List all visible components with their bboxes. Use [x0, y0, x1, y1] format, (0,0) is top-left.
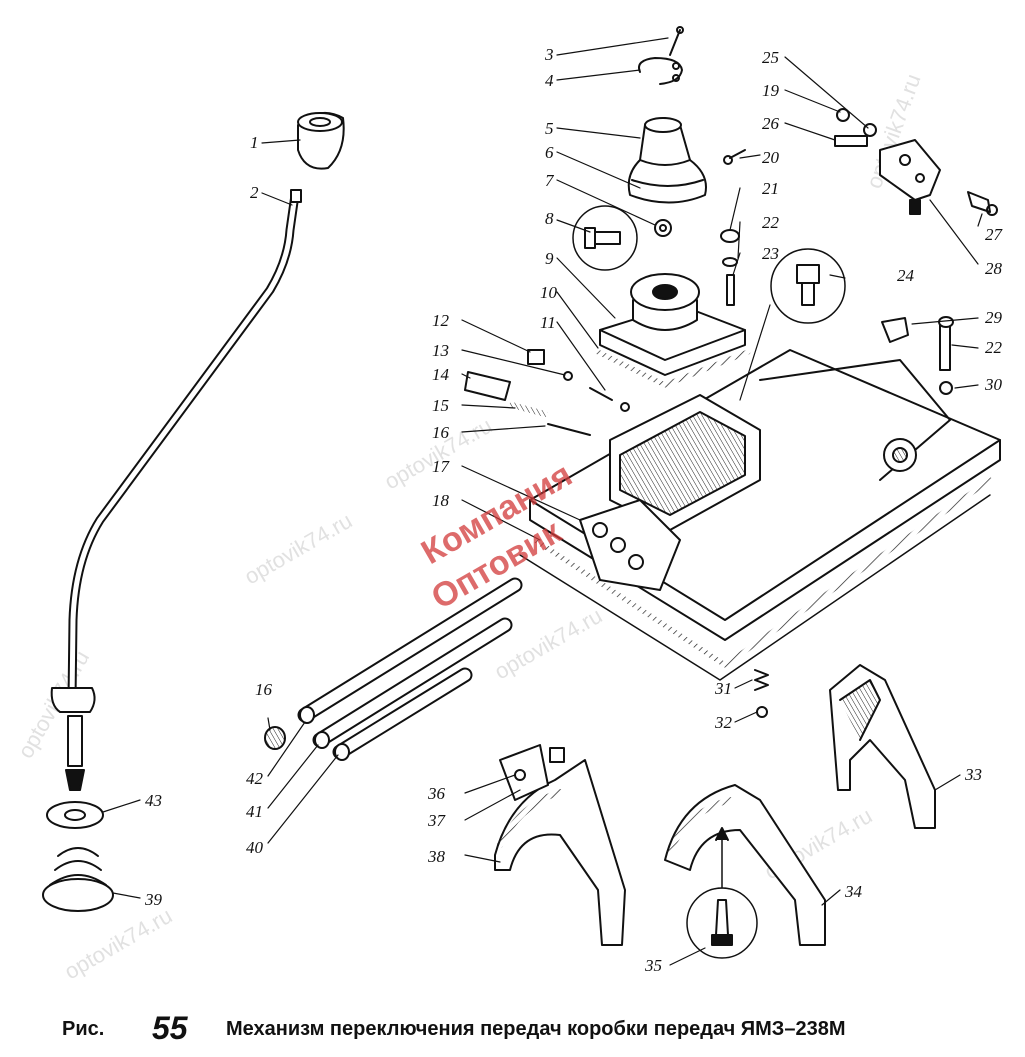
callout-label: 16 [255, 680, 273, 699]
lever-housing-cover [595, 273, 751, 388]
detent-spring [754, 669, 769, 691]
return-spring [42, 847, 114, 912]
callout-label: 43 [145, 791, 162, 810]
callout-label: 34 [844, 882, 863, 901]
caption-text: Механизм переключения передач коробки пе… [226, 1018, 846, 1040]
callout-label: 41 [246, 802, 263, 821]
callout-labels: 1 2 3 4 5 6 7 8 9 10 11 12 13 14 15 16 1… [144, 45, 1004, 975]
callout-label: 38 [427, 847, 446, 866]
callout-label: 2 [250, 183, 259, 202]
callout-label: 22 [762, 213, 780, 232]
nut [654, 219, 672, 237]
callout-label: 22 [985, 338, 1003, 357]
callout-label: 19 [762, 81, 780, 100]
cotter-pin [669, 26, 684, 56]
callout-label: 37 [427, 811, 447, 830]
callout-label: 39 [144, 890, 163, 909]
watermark-text: optovik74.ru [60, 903, 176, 985]
callout-label: 12 [432, 311, 450, 330]
callout-label: 7 [545, 171, 555, 190]
leader-lines [102, 37, 983, 966]
washer-nut-stud [720, 229, 740, 306]
washer [46, 801, 104, 829]
detail-circle [770, 248, 846, 324]
callout-label: 10 [540, 283, 558, 302]
screw-plug [967, 191, 998, 216]
ball [264, 726, 286, 750]
callout-label: 9 [545, 249, 554, 268]
shift-housing [519, 349, 1001, 681]
callout-label: 4 [545, 71, 554, 90]
callout-label: 6 [545, 143, 554, 162]
callout-label: 28 [985, 259, 1003, 278]
caption-prefix: Рис. [62, 1018, 105, 1040]
callout-label: 23 [762, 244, 779, 263]
figure-caption: Рис. 55 Механизм переключения передач ко… [0, 1010, 1025, 1050]
callout-label: 5 [545, 119, 554, 138]
callout-label: 24 [897, 266, 915, 285]
shift-fork [664, 784, 826, 946]
callout-label: 31 [714, 679, 732, 698]
callout-label: 26 [762, 114, 780, 133]
figure-number: 55 [152, 1010, 188, 1046]
bolt-set [834, 108, 877, 147]
callout-label: 16 [432, 423, 450, 442]
gear-knob [297, 111, 345, 170]
callout-label: 25 [762, 48, 779, 67]
callout-label: 32 [714, 713, 733, 732]
detail-circle [572, 205, 638, 271]
rubber-boot [627, 117, 707, 204]
callout-label: 40 [246, 838, 264, 857]
callout-label: 11 [540, 313, 556, 332]
callout-label: 29 [985, 308, 1003, 327]
callout-label: 20 [762, 148, 780, 167]
detent-ball [756, 706, 768, 718]
shift-fork [829, 664, 936, 829]
exploded-parts-diagram: optovik74.ru optovik74.ru optovik74.ru o… [13, 26, 1004, 985]
callout-label: 3 [544, 45, 554, 64]
callout-label: 33 [964, 765, 982, 784]
callout-label: 35 [644, 956, 662, 975]
screw [723, 149, 746, 165]
gear-lever [50, 189, 302, 791]
detent-parts [464, 349, 630, 436]
callout-label: 36 [427, 784, 446, 803]
shift-rods [297, 577, 523, 761]
callout-label: 15 [432, 396, 449, 415]
retaining-ring [638, 57, 683, 85]
callout-label: 21 [762, 179, 779, 198]
callout-label: 18 [432, 491, 450, 510]
callout-label: 8 [545, 209, 554, 228]
pivot-bracket [879, 139, 941, 215]
callout-label: 42 [246, 769, 264, 788]
callout-label: 17 [432, 457, 451, 476]
callout-label: 14 [432, 365, 450, 384]
detail-circle [686, 827, 758, 959]
callout-label: 30 [984, 375, 1003, 394]
callout-label: 1 [250, 133, 259, 152]
watermark-text: optovik74.ru [240, 508, 356, 590]
callout-label: 13 [432, 341, 449, 360]
watermark-text: optovik74.ru [490, 603, 606, 685]
callout-label: 27 [985, 225, 1004, 244]
shift-fork [494, 744, 626, 946]
